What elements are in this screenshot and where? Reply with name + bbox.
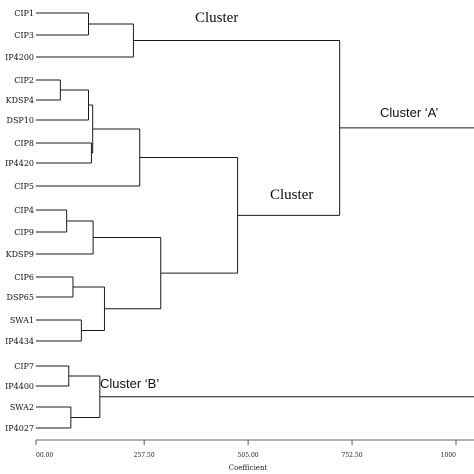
- x-axis-tick-label: 505.00: [238, 452, 259, 459]
- leaf-label: CIP8: [14, 139, 34, 148]
- leaf-label: CIP4: [14, 206, 34, 215]
- leaf-label: SWA2: [10, 403, 34, 412]
- leaf-label: CIP1: [14, 9, 34, 18]
- leaf-label: IP4027: [5, 424, 34, 433]
- leaf-label: SWA1: [10, 316, 34, 325]
- x-axis-tick-label: 257.50: [134, 452, 155, 459]
- x-axis-tick-label: 1000: [441, 452, 456, 459]
- leaf-label: CIP5: [14, 182, 34, 191]
- leaf-label: IP4200: [5, 53, 34, 62]
- x-axis-ticks: 00.00 257.50 505.00 752.50 1000: [35, 440, 457, 459]
- leaf-label: CIP7: [14, 362, 34, 371]
- leaf-label: CIP6: [14, 273, 34, 282]
- leaf-labels: CIP1CIP3IP4200CIP2KDSP4DSP10CIP8IP4420CI…: [5, 9, 34, 433]
- cluster-b-label: Cluster ‘B’: [100, 376, 159, 391]
- x-axis-tick-label: 00.00: [36, 452, 53, 459]
- cluster-label-top: Cluster: [195, 10, 238, 26]
- cluster-a-label: Cluster ‘A’: [380, 105, 438, 120]
- leaf-label: IP4400: [5, 382, 34, 391]
- leaf-label: DSP65: [7, 293, 34, 302]
- leaf-label: DSP10: [7, 116, 34, 125]
- leaf-label: KDSP4: [6, 96, 34, 105]
- leaf-label: IP4420: [5, 159, 34, 168]
- x-axis-tick-label: 752.50: [342, 452, 363, 459]
- leaf-label: IP4434: [5, 337, 34, 346]
- leaf-label: CIP2: [14, 76, 34, 85]
- leaf-label: CIP9: [14, 228, 34, 237]
- leaf-label: KDSP9: [6, 250, 34, 259]
- cluster-label-middle: Cluster: [270, 187, 313, 203]
- dendrogram-branches: [36, 12, 474, 429]
- leaf-label: CIP3: [14, 31, 34, 40]
- x-axis-title: Coefficient: [229, 464, 268, 472]
- x-axis: 00.00 257.50 505.00 752.50 1000 Coefficient: [35, 439, 474, 472]
